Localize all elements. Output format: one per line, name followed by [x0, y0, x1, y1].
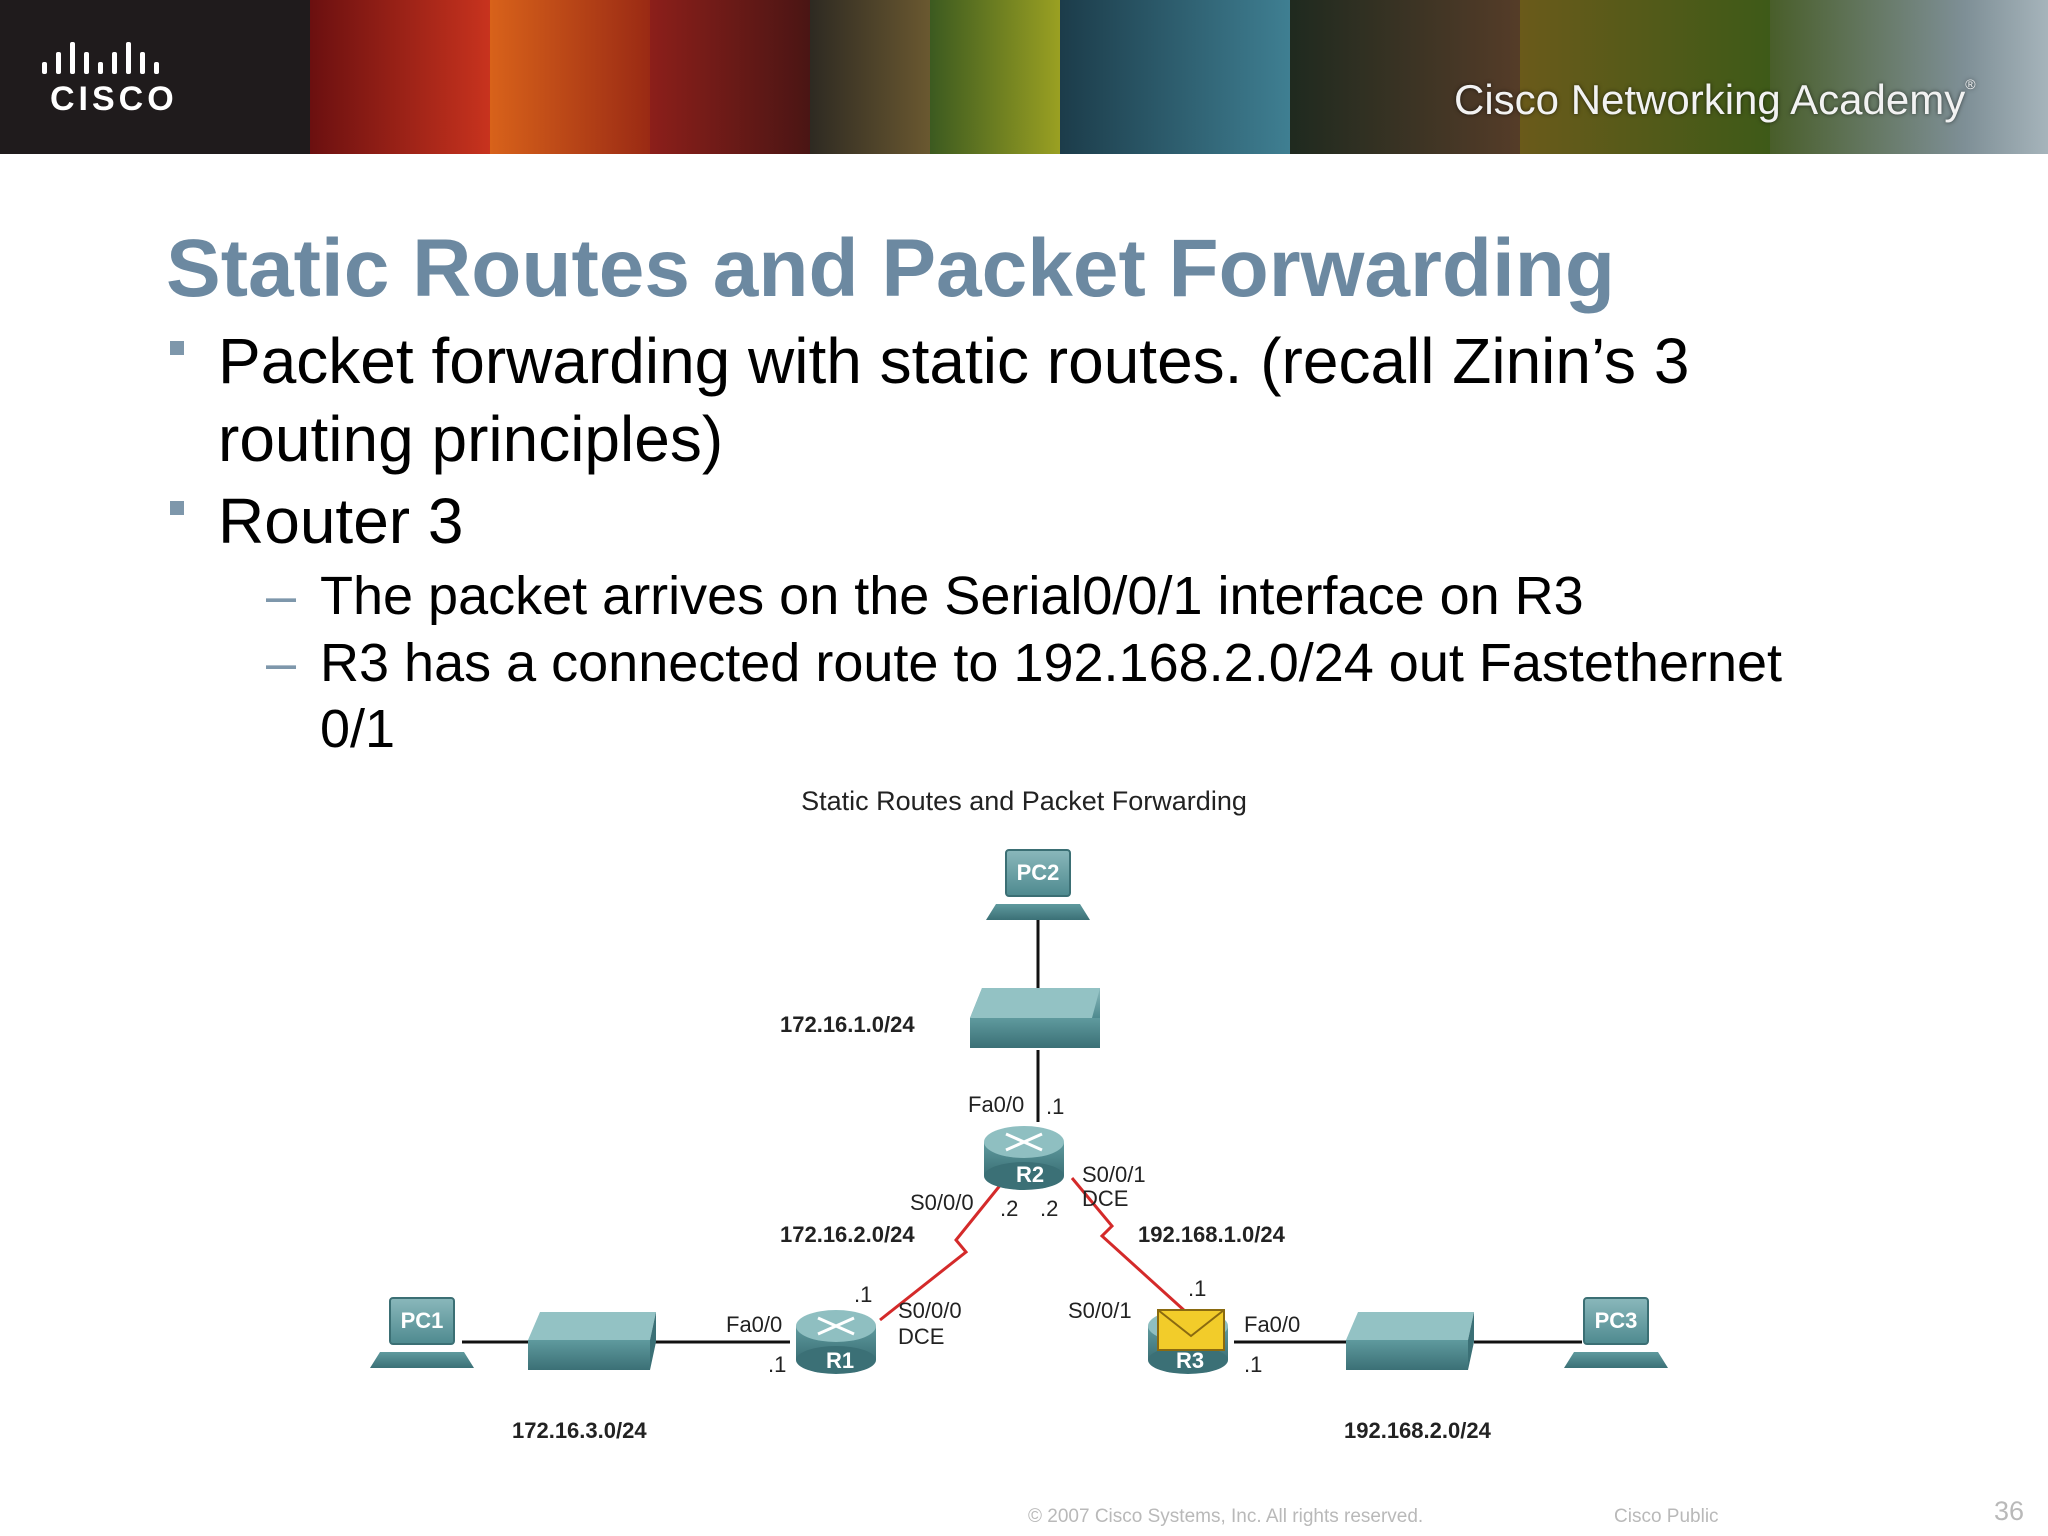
sub-bullet-marker: –	[266, 633, 297, 693]
banner-photo-strip	[310, 0, 490, 154]
interface-label: Fa0/0	[726, 1312, 782, 1337]
sub-bullet-text: 0/1	[320, 699, 396, 759]
page-number: 36	[1994, 1496, 2025, 1526]
ip-suffix-label: .1	[1244, 1352, 1262, 1377]
banner-photo-strip	[930, 0, 1060, 154]
pc2-label: PC2	[1017, 860, 1060, 885]
ip-suffix-label: .1	[854, 1282, 872, 1307]
header-banner: CISCO Cisco Networking Academy®	[0, 0, 2048, 154]
pc3-label: PC3	[1595, 1308, 1638, 1333]
bullet-marker	[170, 341, 184, 355]
network-label: 172.16.2.0/24	[780, 1222, 915, 1247]
serial-link-r1-r2	[879, 1177, 1008, 1322]
interface-label: S0/0/0	[910, 1190, 974, 1215]
pc3-computer-icon: PC3	[1564, 1297, 1668, 1368]
router-r2-icon: R2	[984, 1126, 1064, 1190]
interface-label: Fa0/0	[1244, 1312, 1300, 1337]
sub-bullet-marker: –	[266, 566, 297, 626]
ip-suffix-label: .2	[1000, 1196, 1018, 1221]
registered-mark: ®	[1965, 76, 1976, 92]
pc1-computer-icon: PC1	[370, 1297, 474, 1368]
sub-bullet-text: R3 has a connected route to 192.168.2.0/…	[320, 633, 1783, 693]
router-r1-icon: R1	[796, 1310, 876, 1374]
switch-right-icon	[1346, 1312, 1474, 1370]
interface-label: Fa0/0	[968, 1092, 1024, 1117]
footer-copyright: © 2007 Cisco Systems, Inc. All rights re…	[1028, 1506, 1424, 1527]
banner-photo-strip	[650, 0, 810, 154]
ip-suffix-label: .1	[1046, 1094, 1064, 1119]
network-label: 192.168.1.0/24	[1138, 1222, 1286, 1247]
banner-photo-strip	[1290, 0, 1520, 154]
cisco-logo: CISCO	[0, 0, 310, 154]
switch-left-icon	[528, 1312, 656, 1370]
pc2-computer-icon: PC2	[986, 849, 1090, 920]
network-label: 192.168.2.0/24	[1344, 1418, 1492, 1443]
banner-photo-strip	[810, 0, 930, 154]
interface-label: S0/0/1	[1082, 1162, 1146, 1187]
slide-title: Static Routes and Packet Forwarding	[166, 223, 1615, 314]
pc1-label: PC1	[401, 1308, 444, 1333]
r1-label: R1	[826, 1348, 854, 1373]
diagram-title: Static Routes and Packet Forwarding	[801, 786, 1247, 816]
cisco-logo-text: CISCO	[50, 80, 178, 118]
banner-photo-strip	[1060, 0, 1290, 154]
packet-envelope-icon	[1157, 1309, 1225, 1351]
bullet-marker	[170, 501, 184, 515]
serial-link-r2-r3	[1070, 1177, 1188, 1314]
interface-label: S0/0/0	[898, 1298, 962, 1323]
sub-bullet-text: The packet arrives on the Serial0/0/1 in…	[320, 566, 1584, 626]
footer-classification: Cisco Public	[1614, 1506, 1719, 1527]
banner-photo-strip	[490, 0, 650, 154]
cisco-bridge-icon	[42, 42, 159, 74]
network-label: 172.16.3.0/24	[512, 1418, 647, 1443]
academy-text: Cisco Networking Academy	[1454, 76, 1966, 123]
ip-suffix-label: .2	[1040, 1196, 1058, 1221]
ip-suffix-label: .1	[768, 1352, 786, 1377]
network-label: 172.16.1.0/24	[780, 1012, 915, 1037]
switch-top-icon	[970, 988, 1100, 1048]
ip-suffix-label: .1	[1188, 1276, 1206, 1301]
bullet-text: Router 3	[218, 485, 464, 557]
bullet-text: routing principles)	[218, 403, 724, 475]
banner-photo-strip	[1520, 0, 1770, 154]
dce-label: DCE	[898, 1324, 944, 1349]
dce-label: DCE	[1082, 1186, 1128, 1211]
bullet-text: Packet forwarding with static routes. (r…	[218, 325, 1690, 397]
r2-label: R2	[1016, 1162, 1044, 1187]
academy-title: Cisco Networking Academy®	[1454, 76, 1976, 124]
r3-label: R3	[1176, 1348, 1204, 1373]
banner-photo-strip	[1770, 0, 2048, 154]
interface-label: S0/0/1	[1068, 1298, 1132, 1323]
